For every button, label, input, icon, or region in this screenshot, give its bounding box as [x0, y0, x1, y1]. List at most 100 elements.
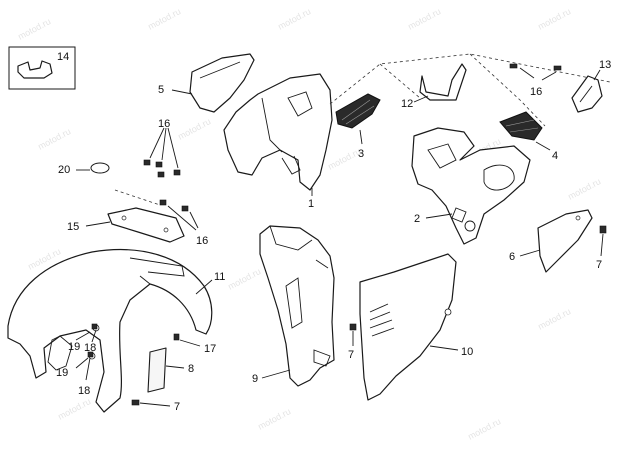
- label-17: 17: [204, 343, 216, 355]
- frame-2-clamp: [451, 207, 467, 223]
- watermark-text: motod.ru: [176, 116, 212, 142]
- watermark-text: motod.ru: [406, 6, 442, 32]
- frame-2-window: [427, 143, 457, 169]
- fairing-1-inner: [261, 97, 283, 153]
- label-16-left-bottom: 16: [196, 235, 208, 247]
- screw-icon: [157, 171, 165, 178]
- part-14-clip: 14: [8, 46, 76, 90]
- watermark-text: motod.ru: [16, 16, 52, 42]
- part-5-panel: 5: [158, 53, 255, 113]
- clip-icon: [87, 351, 94, 358]
- part-16-screws-upper: 16: [509, 63, 562, 98]
- watermark-text: motod.ru: [566, 176, 602, 202]
- screw-icon: [159, 199, 167, 206]
- watermark-text: motod.ru: [466, 416, 502, 442]
- label-11: 11: [214, 271, 225, 283]
- fairing-9-top-edge: [269, 225, 313, 251]
- frame-2-shape: [411, 127, 531, 245]
- part-18-fasteners: 18 18: [78, 323, 98, 397]
- label-12: 12: [401, 98, 413, 110]
- fairing-9-shape: [259, 225, 335, 387]
- bracket-13-shape: [571, 75, 603, 113]
- part-19-fasteners: 19 19: [56, 331, 91, 379]
- label-7-middle: 7: [348, 349, 354, 361]
- label-13: 13: [599, 59, 611, 71]
- panel-5-edge: [199, 61, 241, 79]
- bellypan-10-hole: [444, 308, 452, 316]
- panel-6-shape: [537, 209, 593, 273]
- part-12-bracket: 12: [401, 63, 467, 110]
- ring-20: [90, 162, 110, 174]
- screw-icon: [131, 399, 140, 406]
- bellypan-10-vent: [369, 303, 389, 313]
- label-19-upper: 19: [68, 341, 80, 353]
- fairing-1-tab: [281, 155, 301, 175]
- mudguard-11-shape: [7, 249, 213, 413]
- bracket-12-shape: [419, 63, 467, 101]
- screw-icon: [143, 159, 151, 166]
- fairing-1-opening: [287, 91, 313, 117]
- bracket-15-hole: [121, 215, 127, 221]
- screw-icon: [173, 333, 180, 341]
- fairing-9-seam: [315, 259, 329, 269]
- part-8-reflector: 8: [147, 347, 194, 393]
- label-16-left-top: 16: [158, 118, 170, 130]
- screw-icon: [509, 63, 518, 69]
- screw-icon: [155, 161, 163, 168]
- label-5: 5: [158, 84, 164, 96]
- label-16-upper: 16: [530, 86, 542, 98]
- mudguard-11-side: [47, 335, 73, 371]
- bracket-13-edge: [579, 85, 593, 103]
- label-18-lower: 18: [78, 385, 90, 397]
- bellypan-10-vent: [369, 319, 393, 329]
- frame-2-hole: [464, 220, 476, 232]
- part-2-frame: 2: [411, 127, 531, 245]
- fairing-9-tab: [313, 349, 331, 367]
- watermark-text: motod.ru: [536, 6, 572, 32]
- part-13-bracket: 13: [571, 59, 611, 113]
- watermark-text: motod.ru: [146, 6, 182, 32]
- part-7-screw-middle: 7: [348, 323, 357, 361]
- grille-4-shape: [499, 111, 543, 141]
- label-20: 20: [58, 164, 70, 176]
- part-1-fairing: 1: [223, 73, 333, 210]
- screw-icon: [599, 225, 607, 234]
- watermark-text: motod.ru: [536, 306, 572, 332]
- part-6-panel: 6: [509, 209, 593, 273]
- label-14: 14: [57, 51, 69, 63]
- screw-icon: [173, 169, 181, 176]
- part-10-bellypan: 10: [359, 253, 473, 401]
- label-6: 6: [509, 251, 515, 263]
- reflector-8-shape: [147, 347, 167, 393]
- part-16-screws-left: 16 16: [143, 118, 208, 247]
- screw-icon: [181, 205, 189, 212]
- label-3: 3: [358, 148, 364, 160]
- label-4: 4: [552, 150, 558, 162]
- screw-icon: [349, 323, 357, 331]
- part-17-fastener: 17: [173, 333, 216, 355]
- mudguard-11-seam: [139, 275, 151, 285]
- part-7-screw-right: 7: [596, 225, 607, 271]
- watermark-text: motod.ru: [56, 396, 92, 422]
- watermark-text: motod.ru: [36, 126, 72, 152]
- clip-shape: [17, 60, 53, 79]
- label-19-lower: 19: [56, 367, 68, 379]
- label-18-upper: 18: [84, 342, 96, 354]
- label-15: 15: [67, 221, 79, 233]
- bellypan-10-vent: [371, 327, 395, 337]
- assembly-dash-lines: [114, 53, 611, 241]
- label-8: 8: [188, 363, 194, 375]
- mudguard-11-top-seam: [129, 257, 185, 277]
- label-9: 9: [252, 373, 258, 385]
- label-7-bottom: 7: [174, 401, 180, 413]
- watermark-text: motod.ru: [226, 266, 262, 292]
- part-7-screw-bottom: 7: [131, 399, 180, 413]
- clip-icon: [91, 323, 98, 330]
- fairing-9-opening: [285, 277, 303, 329]
- panel-5-shape: [189, 53, 255, 113]
- label-7-right: 7: [596, 259, 602, 271]
- grille-3-shape: [335, 93, 381, 129]
- watermark-text: motod.ru: [256, 406, 292, 432]
- watermark-text: motod.ru: [326, 146, 362, 172]
